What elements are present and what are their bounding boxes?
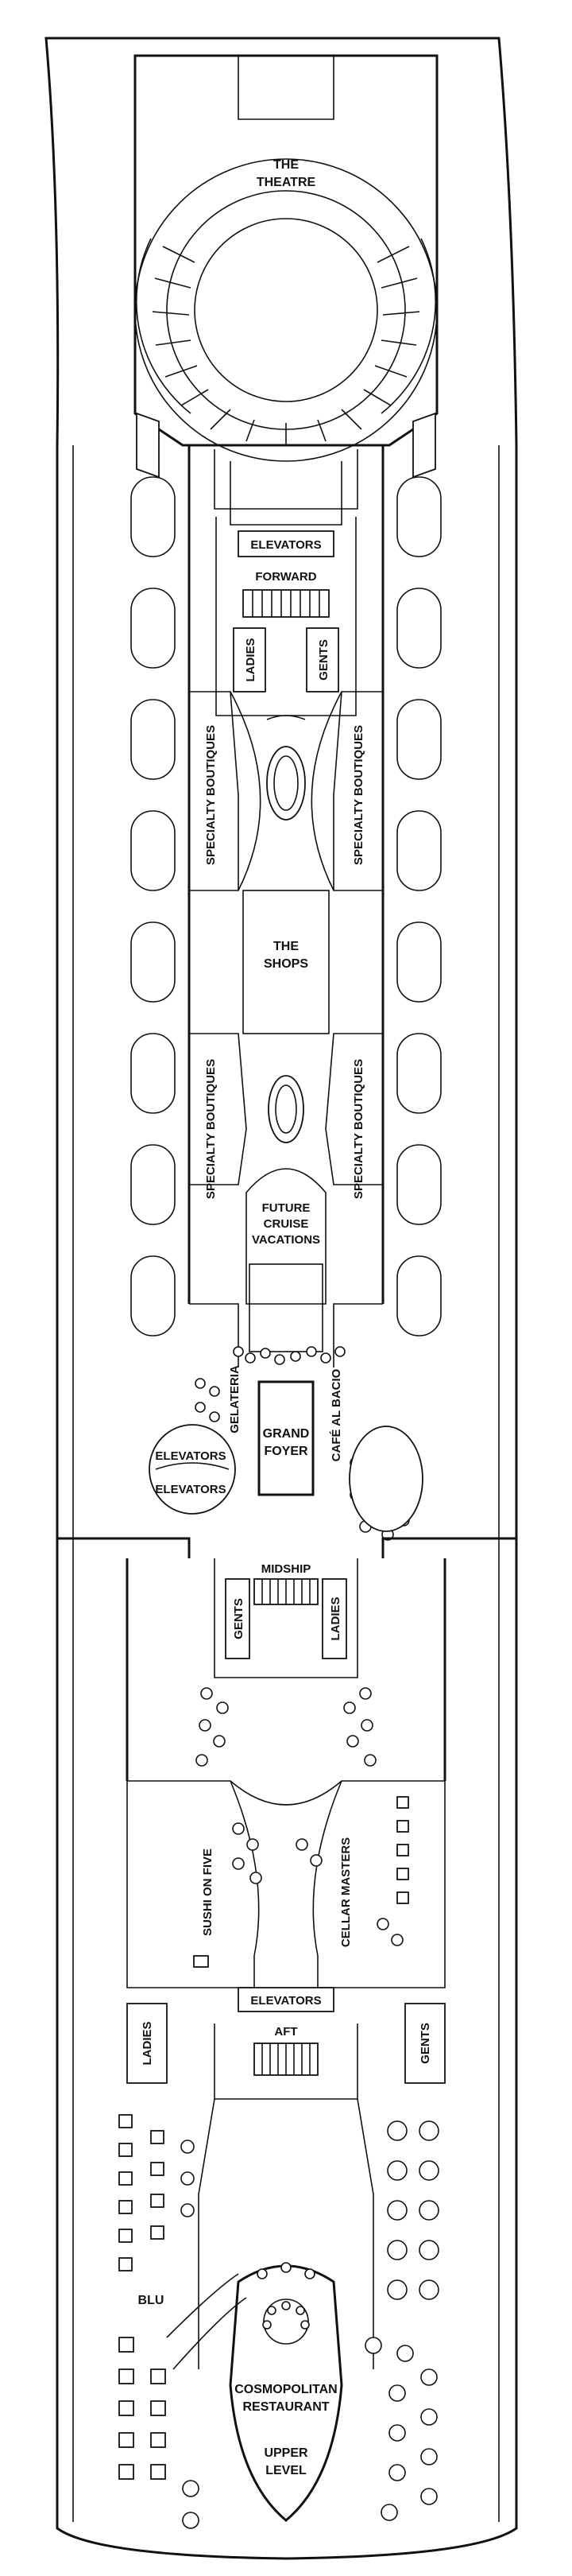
elevators-aft-box xyxy=(238,1987,334,2012)
elevators-midship-label-1: ELEVATORS xyxy=(155,1449,226,1463)
upper-level-label: UPPER xyxy=(264,2446,308,2460)
cosmopolitan-central-feature xyxy=(257,2262,315,2345)
theatre-seating xyxy=(152,246,420,445)
side-window-bays xyxy=(130,476,442,1336)
upper-level-label-2: LEVEL xyxy=(265,2464,307,2477)
gelateria-seating xyxy=(195,1378,220,1422)
shops-label-2: SHOPS xyxy=(264,957,308,971)
future-cruise-label-2: CRUISE xyxy=(264,1217,309,1231)
elevators-midship-label-2: ELEVATORS xyxy=(155,1483,226,1496)
ladies-forward-label: LADIES xyxy=(244,638,257,681)
grand-foyer-area: FUTURE CRUISE VACATIONS GRAND FOYER GELA… xyxy=(149,1168,423,1541)
specialty-boutiques-label-3: SPECIALTY BOUTIQUES xyxy=(204,1059,218,1199)
foyer-seating-left xyxy=(233,1346,285,1365)
cellar-masters-label: CELLAR MASTERS xyxy=(339,1837,353,1947)
grand-foyer-label-2: FOYER xyxy=(264,1445,308,1458)
ladies-aft-label: LADIES xyxy=(141,2021,154,2065)
aft-dining-tables-right xyxy=(365,2120,439,2521)
ladies-midship-label: LADIES xyxy=(329,1596,342,1640)
dining-area: BLU xyxy=(118,2114,439,2529)
gents-aft-label: GENTS xyxy=(419,2023,432,2064)
blu-label: BLU xyxy=(138,2294,164,2307)
lounge-seating-right xyxy=(296,1687,404,1946)
shops-area: THE SHOPS SPECIALTY BOUTIQUES SPECIALTY … xyxy=(189,691,383,1199)
lounges-area: SUSHI ON FIVE CELLAR MASTERS xyxy=(126,1687,446,1988)
forward-label: FORWARD xyxy=(255,570,316,584)
blu-seating xyxy=(118,2114,195,2271)
elevators-forward-box xyxy=(238,530,334,557)
midship-label: MIDSHIP xyxy=(261,1562,311,1576)
hull-outline xyxy=(44,37,518,2560)
foyer-seating-right xyxy=(290,1346,346,1364)
aft-dining-tables-left xyxy=(118,2337,199,2529)
cosmopolitan-restaurant xyxy=(229,2264,343,2522)
theatre-area: THE THEATRE xyxy=(133,54,439,510)
aft-core: ELEVATORS AFT LADIES GENTS xyxy=(126,1987,446,2369)
specialty-boutiques-label-1: SPECIALTY BOUTIQUES xyxy=(204,725,218,865)
elevators-midship-lobby xyxy=(149,1424,236,1515)
theatre-label-2: THEATRE xyxy=(257,176,316,189)
forward-core: ELEVATORS FORWARD LADIES GENTS xyxy=(187,445,385,1304)
lounge-seating-left xyxy=(195,1687,262,1884)
wine-bar-stools xyxy=(396,1796,409,1904)
forward-stairs xyxy=(242,589,330,618)
grand-foyer-label: GRAND xyxy=(263,1427,310,1441)
gents-midship-label: GENTS xyxy=(232,1598,245,1639)
midship-stairs xyxy=(253,1578,319,1605)
shops-label: THE xyxy=(273,940,299,953)
specialty-boutiques-label-2: SPECIALTY BOUTIQUES xyxy=(352,725,365,865)
gelateria-label: GELATERIA xyxy=(228,1365,242,1433)
cosmopolitan-label: COSMOPOLITAN xyxy=(234,2383,337,2396)
cosmopolitan-label-2: RESTAURANT xyxy=(242,2400,329,2414)
aft-label: AFT xyxy=(274,2025,297,2039)
midship-core: MIDSHIP GENTS LADIES xyxy=(56,1537,516,1781)
theatre-label: THE xyxy=(273,158,299,172)
sushi-on-five-label: SUSHI ON FIVE xyxy=(201,1849,214,1936)
aft-stairs xyxy=(253,2043,319,2076)
gents-forward-label: GENTS xyxy=(317,639,330,681)
elevators-forward-label: ELEVATORS xyxy=(250,538,321,552)
specialty-boutiques-label-4: SPECIALTY BOUTIQUES xyxy=(352,1059,365,1199)
elevators-aft-label: ELEVATORS xyxy=(250,1994,321,2008)
future-cruise-label: FUTURE xyxy=(262,1201,311,1215)
future-cruise-label-3: VACATIONS xyxy=(252,1233,320,1247)
cafe-al-bacio-label: CAFÉ AL BACIO xyxy=(330,1368,343,1461)
